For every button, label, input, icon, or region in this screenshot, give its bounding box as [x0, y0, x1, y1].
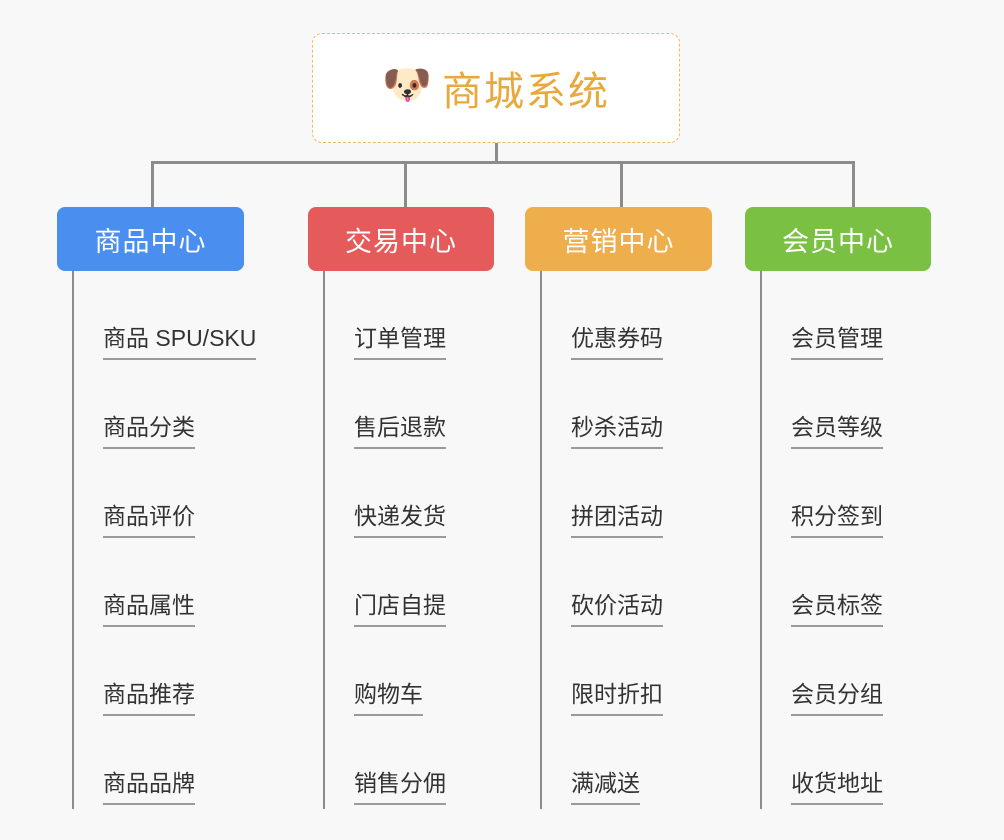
leaf-item[interactable]: 商品推荐 [57, 627, 244, 716]
root-connector-vertical [495, 143, 498, 163]
branch-column-2: 营销中心优惠券码秒杀活动拼团活动砍价活动限时折扣满减送 [525, 207, 712, 809]
leaf-item-label: 商品品牌 [103, 770, 195, 805]
branch-header-0[interactable]: 商品中心 [57, 207, 244, 271]
leaf-item[interactable]: 商品分类 [57, 360, 244, 449]
leaf-item-label: 会员等级 [791, 414, 883, 449]
branch-header-label: 会员中心 [782, 226, 894, 257]
leaf-item[interactable]: 会员标签 [745, 538, 931, 627]
branch-column-3: 会员中心会员管理会员等级积分签到会员标签会员分组收货地址 [745, 207, 931, 809]
leaf-item[interactable]: 优惠券码 [525, 271, 712, 360]
leaf-item[interactable]: 商品品牌 [57, 716, 244, 805]
leaf-item[interactable]: 购物车 [308, 627, 494, 716]
branch-stem-2 [540, 271, 542, 809]
main-connector-horizontal [151, 161, 854, 164]
leaf-item[interactable]: 会员等级 [745, 360, 931, 449]
leaf-item[interactable]: 销售分佣 [308, 716, 494, 805]
leaf-item-label: 会员管理 [791, 325, 883, 360]
leaf-item-label: 快递发货 [354, 503, 446, 538]
leaf-item-label: 售后退款 [354, 414, 446, 449]
leaf-item-label: 会员分组 [791, 681, 883, 716]
branch-drop-connector-2 [620, 161, 623, 208]
leaf-item-label: 商品 SPU/SKU [103, 325, 257, 360]
branch-drop-connector-0 [151, 161, 154, 208]
branch-leaf-list-2: 优惠券码秒杀活动拼团活动砍价活动限时折扣满减送 [525, 271, 712, 805]
branch-header-1[interactable]: 交易中心 [308, 207, 494, 271]
leaf-item-label: 订单管理 [354, 325, 446, 360]
leaf-item[interactable]: 门店自提 [308, 538, 494, 627]
branch-stem-1 [323, 271, 325, 809]
branch-drop-connector-1 [404, 161, 407, 208]
leaf-item[interactable]: 订单管理 [308, 271, 494, 360]
branch-leaf-list-0: 商品 SPU/SKU 商品分类商品评价商品属性商品推荐商品品牌 [57, 271, 257, 805]
leaf-item-label: 商品评价 [103, 503, 195, 538]
branch-leaf-list-3: 会员管理会员等级积分签到会员标签会员分组收货地址 [745, 271, 931, 805]
leaf-item-label: 优惠券码 [571, 325, 663, 360]
leaf-item-label: 秒杀活动 [571, 414, 663, 449]
branch-header-label: 营销中心 [562, 226, 675, 257]
leaf-item-label: 拼团活动 [571, 503, 663, 538]
leaf-item-label: 商品推荐 [103, 681, 195, 716]
branch-header-label: 商品中心 [94, 226, 207, 257]
leaf-item[interactable]: 积分签到 [745, 449, 931, 538]
leaf-item-label: 砍价活动 [571, 592, 663, 627]
leaf-item-label: 门店自提 [354, 592, 446, 627]
leaf-item[interactable]: 砍价活动 [525, 538, 712, 627]
branch-header-3[interactable]: 会员中心 [745, 207, 931, 271]
branch-header-label: 交易中心 [345, 226, 457, 257]
leaf-item-label: 收货地址 [791, 770, 883, 805]
leaf-item-label: 会员标签 [791, 592, 883, 627]
leaf-item-label: 商品属性 [103, 592, 195, 627]
leaf-item[interactable]: 快递发货 [308, 449, 494, 538]
leaf-item[interactable]: 限时折扣 [525, 627, 712, 716]
branch-header-2[interactable]: 营销中心 [525, 207, 712, 271]
shiba-dog-face-icon: 🐶 [382, 63, 432, 107]
leaf-item[interactable]: 售后退款 [308, 360, 494, 449]
root-node[interactable]: 🐶 商城系统 [312, 33, 680, 143]
leaf-item-label: 积分签到 [791, 503, 883, 538]
leaf-item-label: 购物车 [354, 681, 423, 716]
leaf-item-label: 满减送 [571, 770, 640, 805]
leaf-item[interactable]: 收货地址 [745, 716, 931, 805]
leaf-item-label: 销售分佣 [354, 770, 446, 805]
leaf-item[interactable]: 商品评价 [57, 449, 244, 538]
leaf-item-label: 限时折扣 [571, 681, 663, 716]
leaf-item-label: 商品分类 [103, 414, 195, 449]
leaf-item[interactable]: 商品属性 [57, 538, 244, 627]
branch-drop-connector-3 [852, 161, 855, 208]
leaf-item[interactable]: 拼团活动 [525, 449, 712, 538]
branch-stem-0 [72, 271, 74, 809]
leaf-item[interactable]: 秒杀活动 [525, 360, 712, 449]
branch-leaf-list-1: 订单管理售后退款快递发货门店自提购物车销售分佣 [308, 271, 494, 805]
branch-stem-3 [760, 271, 762, 809]
leaf-item[interactable]: 会员分组 [745, 627, 931, 716]
leaf-item[interactable]: 满减送 [525, 716, 712, 805]
leaf-item[interactable]: 商品 SPU/SKU [57, 271, 257, 360]
root-title: 商城系统 [442, 70, 610, 114]
branch-column-1: 交易中心订单管理售后退款快递发货门店自提购物车销售分佣 [308, 207, 494, 809]
branch-column-0: 商品中心商品 SPU/SKU 商品分类商品评价商品属性商品推荐商品品牌 [57, 207, 257, 809]
leaf-item[interactable]: 会员管理 [745, 271, 931, 360]
